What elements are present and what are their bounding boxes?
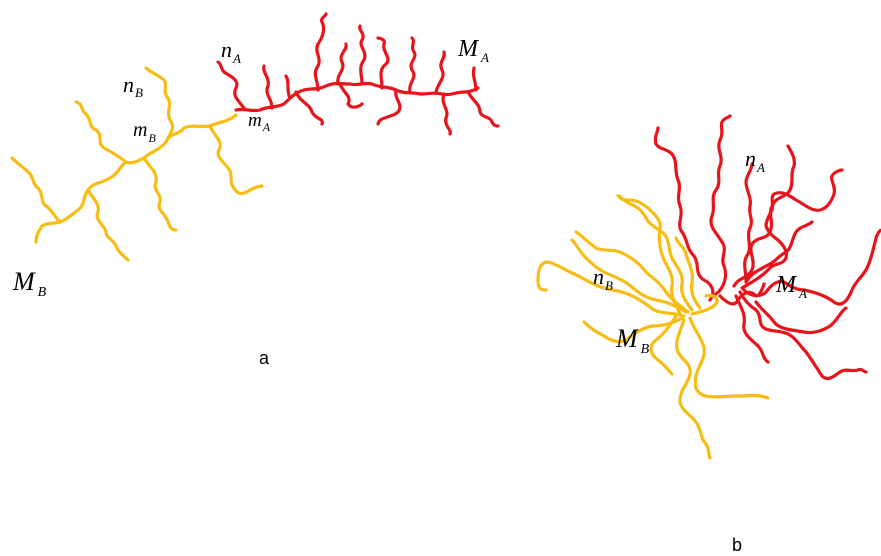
panel-a-b-side-chain [74, 100, 128, 164]
panel-b-label-n-a: nA [745, 146, 765, 175]
panel-b-polymer-a [653, 114, 881, 381]
panel-b-a-arm [732, 144, 796, 288]
panel-a-b-side-chain [86, 188, 130, 262]
panel-a-label-n-b: nB [123, 72, 143, 100]
panel-a-b-side-chain [208, 124, 264, 196]
panel-a-a-side-chain [471, 66, 478, 92]
panel-b-b-arm [582, 316, 684, 344]
panel-a-caption: a [259, 348, 270, 368]
panel-b-a-arm [718, 282, 766, 306]
panel-a-label-m-b: mB [133, 119, 156, 145]
panel-a-label-m-a: mA [248, 110, 271, 134]
panel-a-a-side-chain [434, 50, 446, 94]
panel-b-a-arm [743, 162, 754, 282]
panel-a-a-side-chain [336, 42, 348, 86]
panel-a-a-side-chain [294, 90, 324, 126]
panel-b-b-arm [616, 194, 694, 312]
panel-a-polymer-b [10, 66, 264, 262]
panel-b-b-arm [688, 316, 770, 400]
panel-b-a-arm [734, 294, 770, 364]
panel-b-b-arm [570, 238, 688, 314]
panel-a-a-side-chain [441, 92, 452, 136]
panel-b-b-arm [690, 293, 719, 316]
panel-b-b-arm [649, 314, 678, 376]
panel-b-label-n-b: nB [593, 264, 613, 293]
panel-a-label-n-a: nA [221, 37, 241, 66]
panel-a-a-side-chain [376, 88, 402, 126]
panel-b-b-arm [618, 194, 682, 316]
panel-a-b-side-chain [144, 66, 175, 144]
panel-b-a-arm [653, 126, 715, 302]
panel-b-a-arm [742, 228, 881, 306]
panel-a-b-side-chain [10, 156, 62, 224]
panel-a-polymer-a [216, 12, 500, 136]
panel-a-a-side-chain [313, 12, 328, 92]
panel-a-a-side-chain [358, 24, 367, 86]
panel-b-polymer-b [536, 194, 770, 460]
panel-a-a-side-chain [216, 60, 246, 110]
panel-a-b-side-chain [142, 156, 178, 232]
panel-b-b-arm [574, 230, 690, 314]
panel-a-a-side-chain [338, 82, 364, 109]
panel-b-a-arm [709, 114, 732, 296]
panel-b-caption: b [732, 535, 742, 555]
panel-a-a-side-chain [376, 36, 390, 90]
panel-b-a-arm [754, 300, 848, 335]
panel-b-a-arm [738, 290, 868, 381]
panel-a-a-side-chain [408, 36, 417, 94]
panel-b-b-arm [536, 260, 686, 318]
panel-a-a-side-chain [262, 64, 274, 110]
panel-b-a-arm [744, 220, 814, 284]
panel-b-b-arm [674, 236, 702, 310]
panel-a-a-side-chain [284, 74, 292, 100]
panel-a-a-side-chain [466, 90, 500, 128]
panel-b-a-arm [740, 168, 844, 290]
panel-b-b-arm [675, 318, 712, 460]
